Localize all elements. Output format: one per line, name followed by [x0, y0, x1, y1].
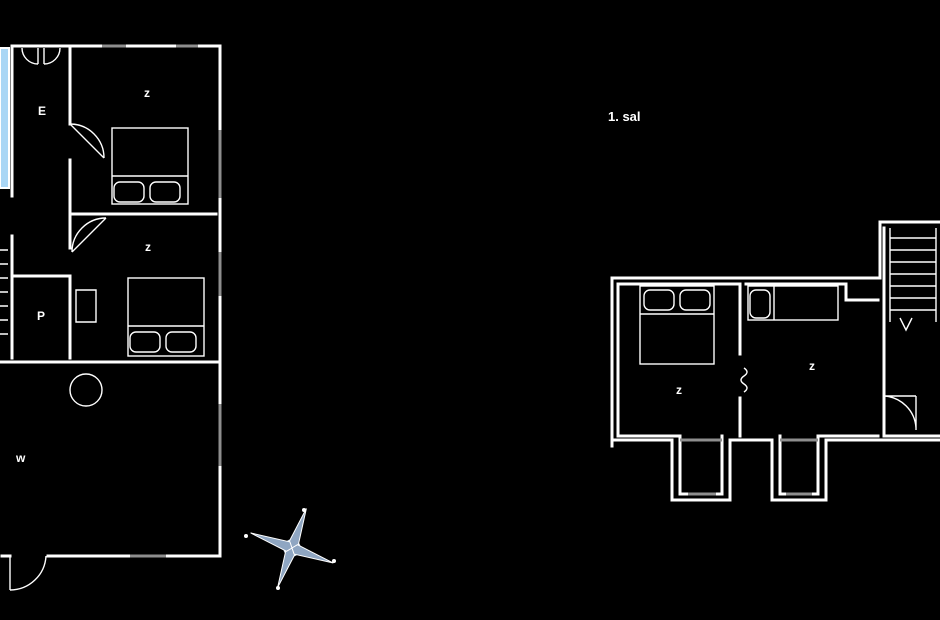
first-floor-door: [883, 395, 917, 430]
niche: [75, 289, 97, 323]
room-label-utility: P: [37, 309, 45, 323]
ground-floor-plan: E z z P w: [0, 44, 222, 591]
bedroom-middle-door: [71, 217, 107, 253]
compass-rose-icon: [244, 508, 336, 590]
bed-middle: [127, 277, 205, 357]
ground-interior-walls: [0, 44, 222, 364]
bed-first-right: [747, 285, 839, 321]
room-label-bedroom-left: z: [676, 383, 682, 397]
first-floor-windows: [680, 438, 818, 496]
front-door: [9, 555, 47, 591]
entry-door-swing: [21, 47, 61, 65]
bedroom-upper-door: [69, 123, 105, 159]
room-label-bedroom-upper: z: [144, 86, 150, 100]
ground-stairs: [0, 249, 8, 335]
first-floor-outer-wall: [610, 220, 940, 502]
room-label-living: w: [15, 451, 26, 465]
first-floor-stairs: [889, 228, 937, 332]
bed-first-left: [639, 285, 715, 365]
room-label-bedroom-middle: z: [145, 240, 151, 254]
first-floor-plan: 1. sal z z: [608, 109, 940, 502]
partition-opening-curtain: [740, 367, 748, 393]
ground-outer-wall: [0, 44, 222, 558]
room-label-entry: E: [38, 104, 46, 118]
round-table: [69, 373, 103, 407]
floor-label: 1. sal: [608, 109, 641, 124]
glass-panel: [0, 47, 10, 189]
ground-windows: [102, 44, 222, 558]
first-floor-inner-wall: [616, 226, 940, 496]
room-label-bedroom-right: z: [809, 359, 815, 373]
bed-upper: [111, 127, 189, 205]
